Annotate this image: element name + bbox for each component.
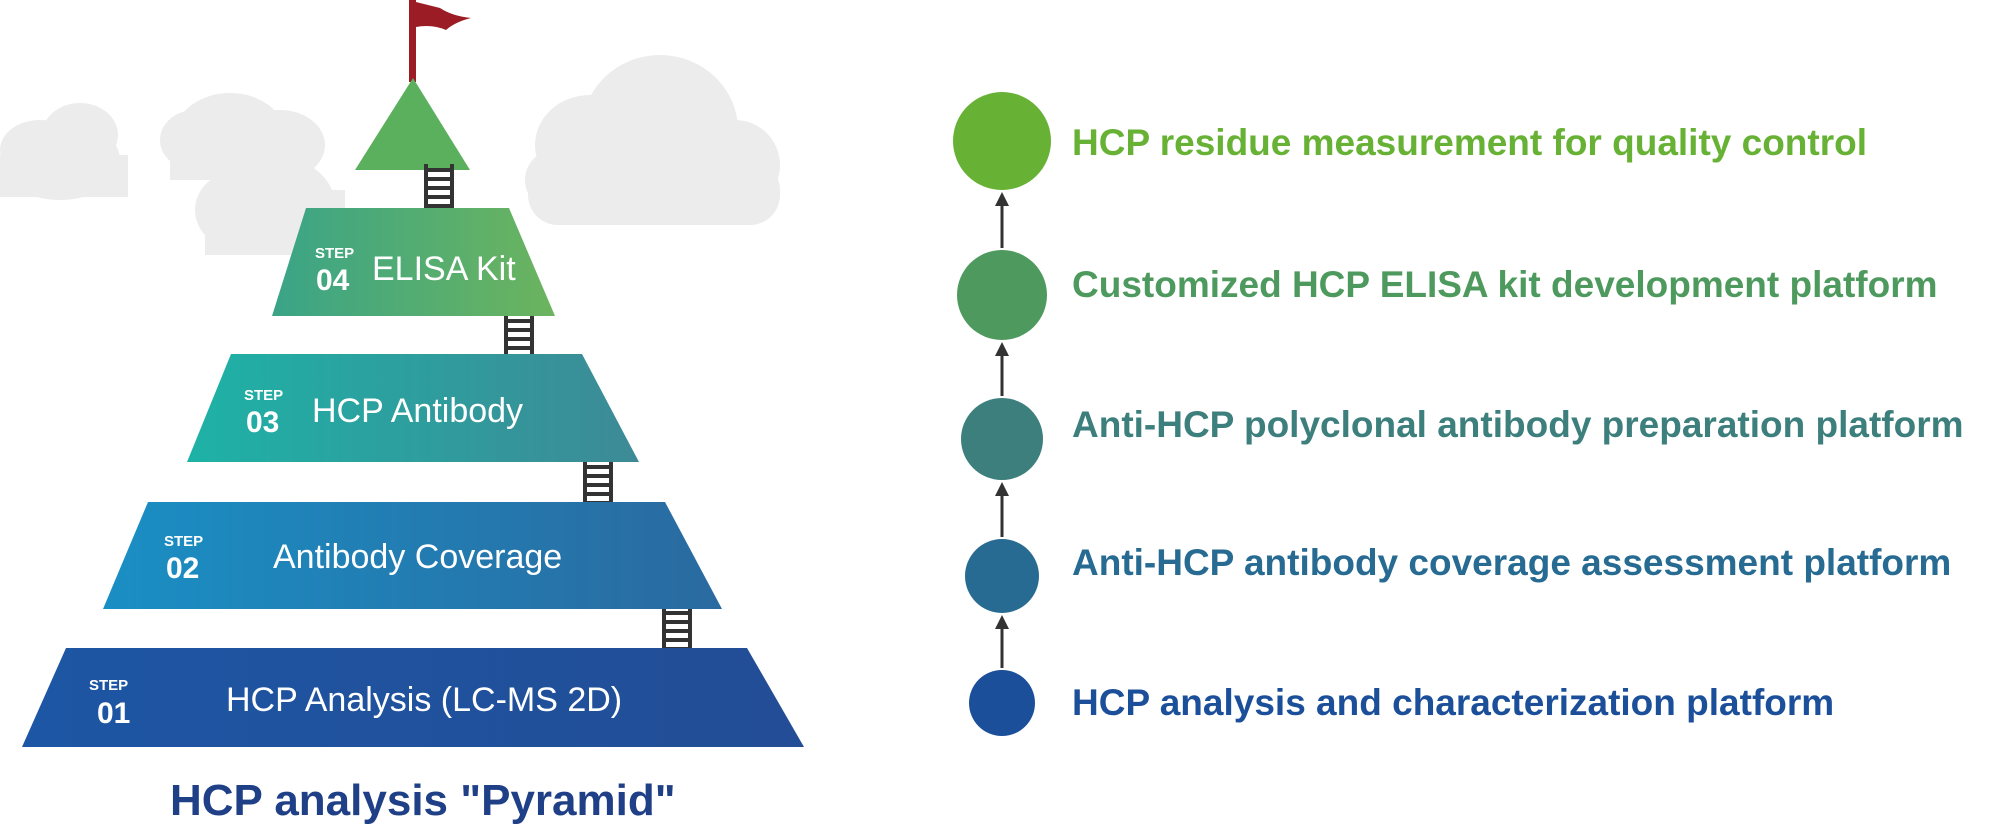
tier-2-step-word: STEP: [164, 533, 203, 550]
platform-circle-4: [965, 539, 1039, 613]
pyramid-tier-4: STEP 04 ELISA Kit: [272, 208, 555, 316]
tier-3-step-word: STEP: [244, 387, 283, 404]
arrow-up-icon: [995, 342, 1009, 396]
tier-1-label: HCP Analysis (LC-MS 2D): [226, 681, 622, 719]
arrow-up-icon: [995, 482, 1009, 537]
platform-item-2: Customized HCP ELISA kit development pla…: [957, 250, 1938, 340]
tier-4-step-word: STEP: [315, 245, 354, 262]
platform-circle-3: [961, 398, 1043, 480]
tier-4-label: ELISA Kit: [372, 250, 516, 288]
platform-circle-5: [969, 670, 1035, 736]
platform-label-4: Anti-HCP antibody coverage assessment pl…: [1072, 542, 1951, 583]
tier-2-shape: [103, 502, 722, 609]
platform-item-4: Anti-HCP antibody coverage assessment pl…: [965, 539, 1951, 613]
cloud-left: [0, 103, 128, 200]
flag-pole: [409, 0, 416, 82]
arrow-up-icon: [995, 615, 1009, 668]
tier-3-step-number: 03: [246, 406, 279, 439]
pyramid-peak: [355, 78, 470, 170]
tier-3-label: HCP Antibody: [312, 392, 523, 430]
flag-banner: [416, 2, 471, 30]
tier-1-shape: [22, 648, 804, 747]
pyramid-tier-2: STEP 02 Antibody Coverage: [103, 502, 722, 609]
tier-1-step-word: STEP: [89, 677, 128, 694]
platform-item-1: HCP residue measurement for quality cont…: [953, 92, 1867, 190]
platform-item-5: HCP analysis and characterization platfo…: [969, 670, 1834, 736]
platform-arrows: [995, 192, 1009, 668]
ladder-1: [424, 164, 454, 210]
tier-2-label: Antibody Coverage: [273, 538, 562, 576]
platform-label-5: HCP analysis and characterization platfo…: [1072, 682, 1834, 723]
platform-label-1: HCP residue measurement for quality cont…: [1072, 122, 1867, 163]
tier-4-shape: [272, 208, 555, 316]
platform-label-3: Anti-HCP polyclonal antibody preparation…: [1072, 404, 1964, 445]
tier-1-step-number: 01: [97, 697, 130, 730]
platform-label-2: Customized HCP ELISA kit development pla…: [1072, 264, 1938, 305]
platform-circle-2: [957, 250, 1047, 340]
pyramid-tier-3: STEP 03 HCP Antibody: [187, 354, 639, 462]
cloud-right: [525, 55, 780, 225]
tier-4-step-number: 04: [316, 264, 350, 297]
tier-2-step-number: 02: [166, 552, 199, 585]
arrow-up-icon: [995, 192, 1009, 248]
tier-3-shape: [187, 354, 639, 462]
pyramid-tier-1: STEP 01 HCP Analysis (LC-MS 2D): [22, 648, 804, 747]
cloud-center: [160, 93, 345, 255]
pyramid-title: HCP analysis "Pyramid": [170, 776, 676, 825]
platform-circle-1: [953, 92, 1051, 190]
platform-item-3: Anti-HCP polyclonal antibody preparation…: [961, 398, 1964, 480]
clouds: [0, 55, 780, 255]
flag-icon: [409, 0, 471, 82]
